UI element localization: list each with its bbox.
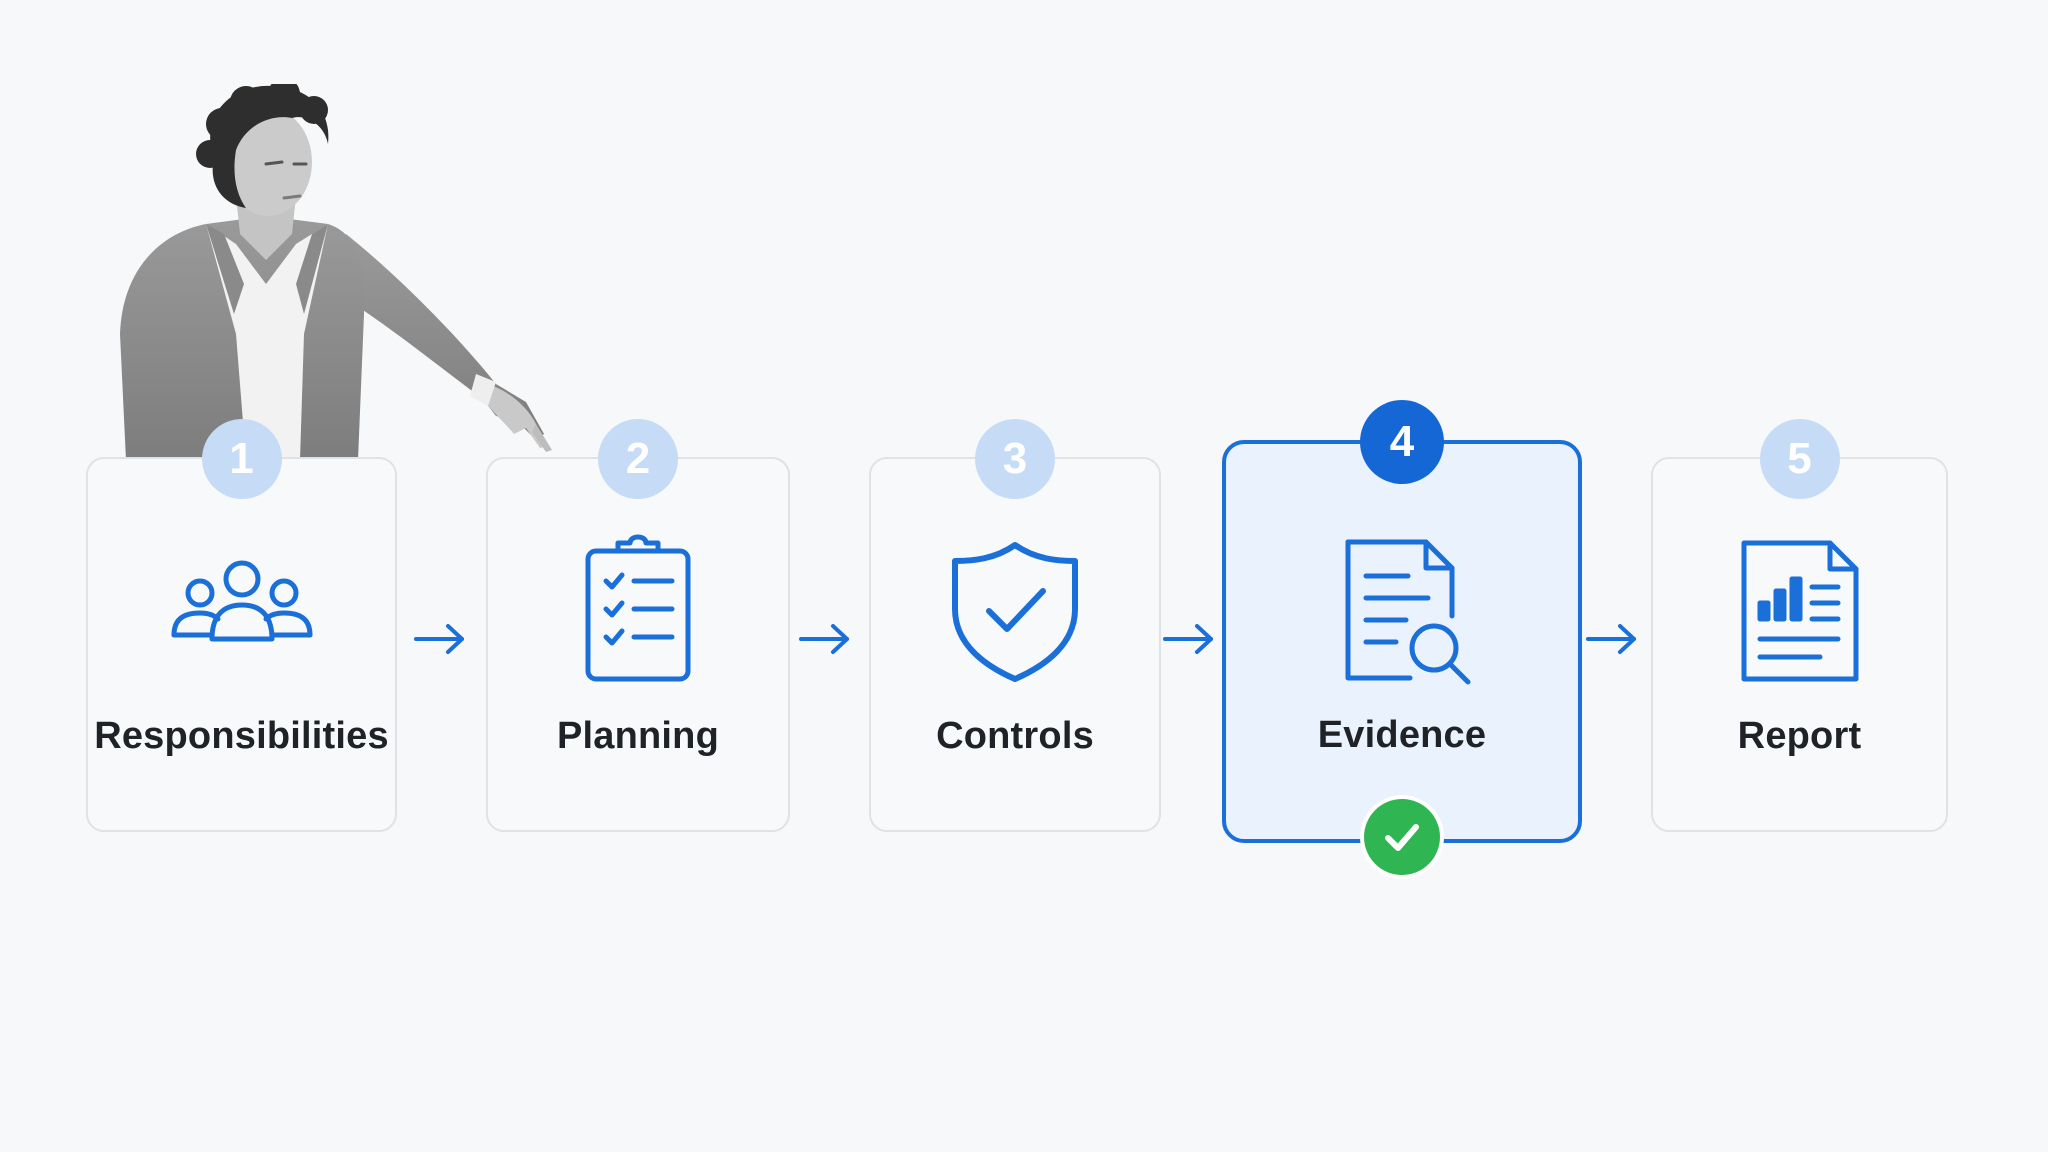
step-label: Controls [936,715,1094,757]
step-label: Planning [556,715,720,757]
people-group-icon [171,560,312,642]
report-chart-icon [1741,540,1858,682]
shield-check-icon [952,542,1078,682]
step-card-evidence[interactable]: 4 Evidence [1222,400,1582,875]
step-number-badge: 1 [201,419,282,499]
arrow-right-icon [1586,624,1636,654]
step-card-responsibilities[interactable]: 1 Responsibilities [86,419,397,832]
presenter-photo [120,84,552,460]
clipboard-checklist-icon [585,534,691,682]
step-card-controls[interactable]: 3 Controls [869,419,1161,832]
step-label: Responsibilities [94,715,389,757]
step-card-report[interactable]: 5 Report [1651,419,1948,832]
step-number-badge: 2 [598,419,678,499]
arrow-right-icon [799,624,849,654]
step-label: Report [1737,715,1862,757]
step-label: Evidence [1317,714,1487,756]
completed-check-icon [1364,799,1440,875]
arrow-right-icon [1163,624,1213,654]
step-number-badge: 5 [1759,419,1840,499]
arrow-right-icon [414,624,464,654]
step-number-badge: 4 [1360,400,1444,484]
step-card-planning[interactable]: 2 Planning [486,419,790,832]
document-search-icon [1345,539,1471,685]
step-number-badge: 3 [975,419,1055,499]
